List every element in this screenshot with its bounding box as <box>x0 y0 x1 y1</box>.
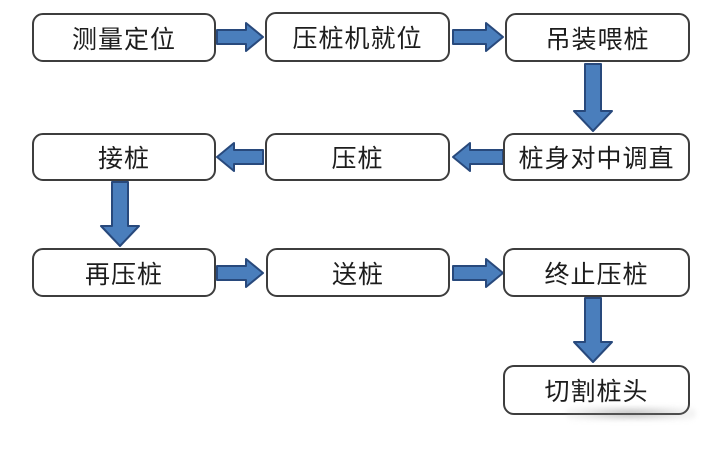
connector-arrow-machine-to-hoist <box>452 22 504 52</box>
connector-arrow-splice-to-repress <box>100 181 140 247</box>
node-re-press-pile-label: 再压桩 <box>84 259 163 289</box>
connector-arrow-stop-to-cut <box>573 297 613 363</box>
connector-arrow-press-to-splice <box>216 142 264 172</box>
node-send-pile: 送桩 <box>266 248 450 297</box>
connector-arrow-align-to-press <box>452 142 504 172</box>
node-stop-press-pile-label: 终止压桩 <box>544 259 649 289</box>
node-measure-position: 测量定位 <box>32 13 216 62</box>
connector-arrow-measure-to-machine <box>216 22 264 52</box>
node-hoist-feed-pile-label: 吊装喂桩 <box>545 24 650 54</box>
node-press-pile-label: 压桩 <box>331 144 384 173</box>
node-press-machine-in-place-label: 压桩机就位 <box>292 24 423 53</box>
node-splice-pile-label: 接桩 <box>97 144 150 173</box>
node-cut-pile-head-label: 切割桩头 <box>544 377 649 406</box>
connector-arrow-hoist-to-align <box>573 63 613 132</box>
node-pile-align-straighten: 桩身对中调直 <box>503 133 690 181</box>
node-stop-press-pile: 终止压桩 <box>503 248 690 297</box>
node-press-machine-in-place: 压桩机就位 <box>265 12 450 62</box>
connector-arrow-repress-to-send <box>216 258 264 288</box>
node-splice-pile: 接桩 <box>32 133 216 181</box>
node-hoist-feed-pile: 吊装喂桩 <box>505 13 690 62</box>
node-re-press-pile: 再压桩 <box>32 248 216 297</box>
node-press-pile: 压桩 <box>265 133 450 181</box>
node-measure-position-label: 测量定位 <box>71 24 176 54</box>
node-cut-pile-head: 切割桩头 <box>503 365 690 415</box>
node-pile-align-straighten-label: 桩身对中调直 <box>518 144 675 173</box>
connector-arrow-send-to-stop <box>452 258 504 288</box>
node-send-pile-label: 送桩 <box>331 259 384 289</box>
